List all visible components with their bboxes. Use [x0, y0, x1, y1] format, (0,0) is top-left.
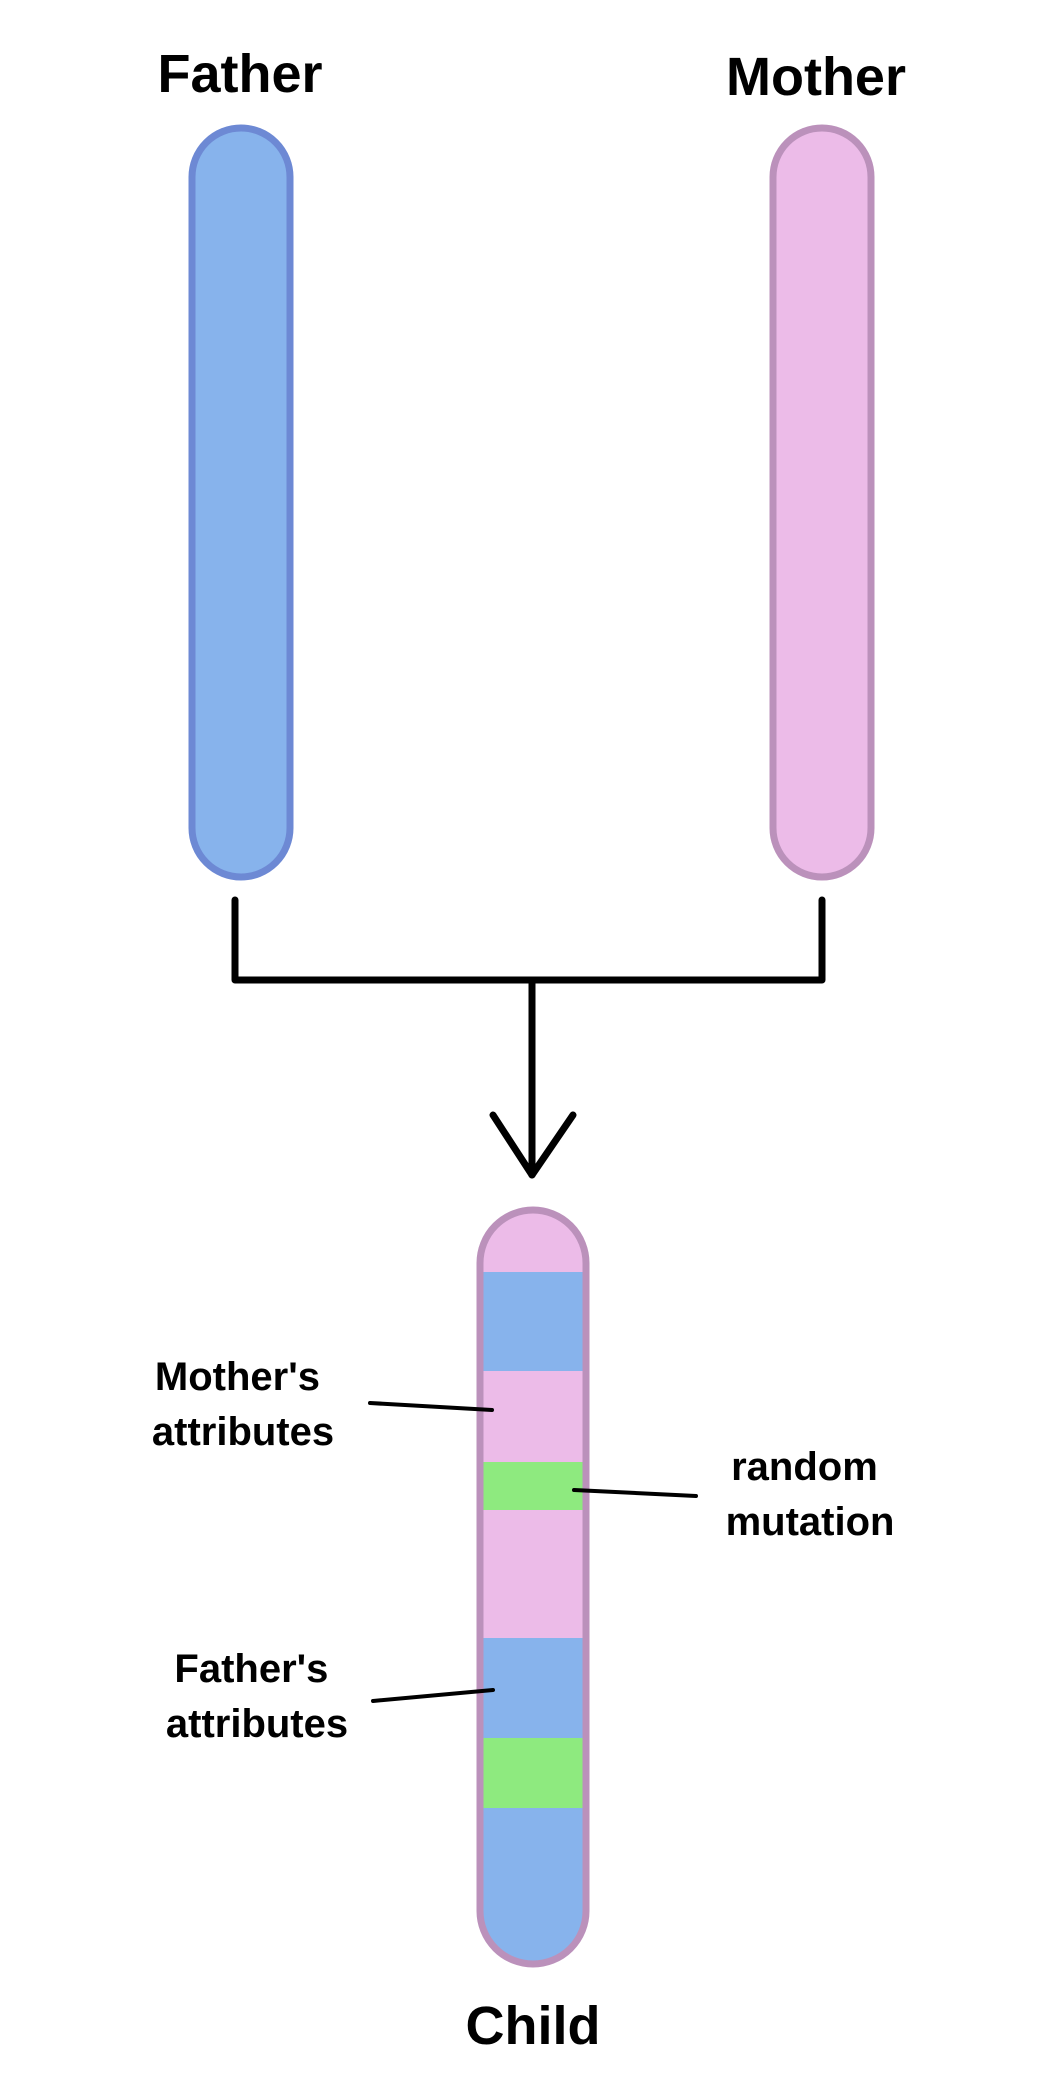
child-label: Child [466, 1996, 601, 2056]
merge-connector [231, 896, 826, 1179]
child-segment-mother [480, 1371, 586, 1462]
fathers-attributes-label: Father's attributes [166, 1647, 348, 1746]
mothers-attributes-label: Mother's attributes [152, 1355, 334, 1454]
child-segment-mutation [480, 1462, 586, 1510]
mother-chromosome [769, 124, 875, 881]
child-segment-father [480, 1638, 586, 1738]
fathers-attributes-leader [371, 1688, 495, 1703]
mother-label: Mother [726, 47, 906, 107]
child-segment-mutation [480, 1738, 586, 1808]
child-chromosome-outline [476, 1206, 590, 1968]
father-chromosome [188, 124, 294, 881]
random-mutation-label: random mutation [726, 1445, 895, 1544]
random-mutation-leader [572, 1488, 698, 1498]
child-chromosome [476, 1206, 590, 1968]
arrow-head [489, 1111, 577, 1179]
child-segment-father [480, 1808, 586, 1964]
child-segment-mother [480, 1510, 586, 1638]
father-label: Father [157, 44, 322, 104]
mothers-attributes-leader [368, 1401, 494, 1412]
child-segment-father [480, 1272, 586, 1371]
merge-bracket [231, 896, 826, 984]
